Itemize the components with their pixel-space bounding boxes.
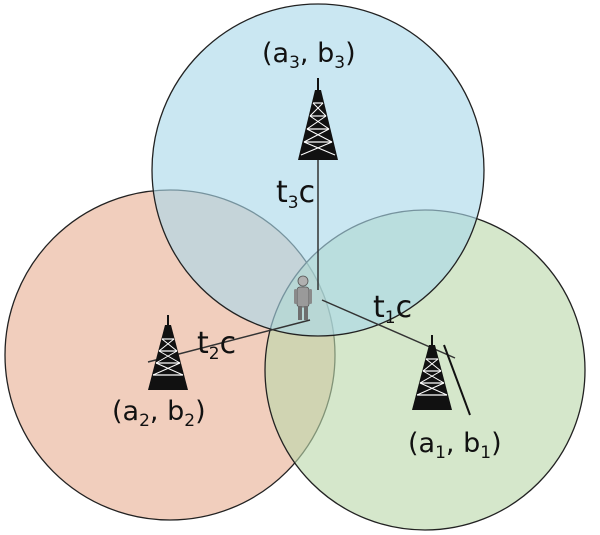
distance-label-1: t1c [373,290,412,328]
person-icon [294,275,312,320]
radio-tower-icon [412,335,471,416]
radio-tower-icon [148,315,188,390]
tower-3-coord-label: (a3, b3) [262,38,356,73]
distance-label-3: t3c [276,175,315,213]
radio-tower-icon [298,78,338,160]
tower-1-coord-label: (a1, b1) [408,428,502,463]
distance-label-2: t2c [197,326,236,364]
tower-2-coord-label: (a2, b2) [112,396,206,431]
